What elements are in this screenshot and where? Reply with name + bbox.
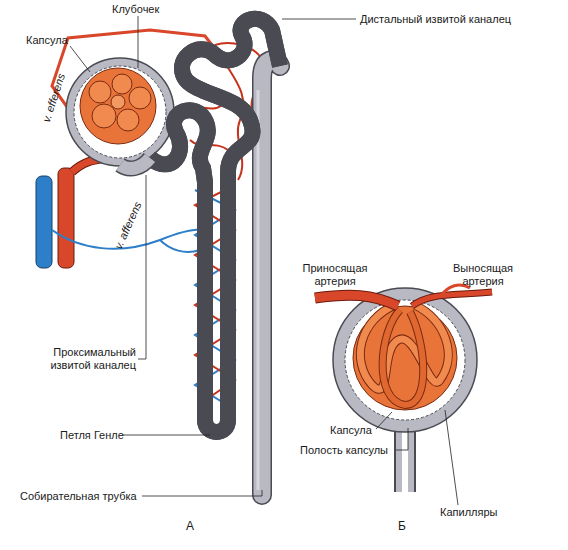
collecting-duct — [258, 60, 280, 495]
illustration-part — [92, 104, 116, 128]
illustration-part — [383, 310, 424, 405]
illustration-part — [129, 87, 151, 109]
vessel-trunks — [36, 158, 108, 268]
label-capillaries: Капилляры — [440, 506, 497, 519]
illustration-part — [122, 435, 210, 436]
illustration-part — [376, 412, 392, 429]
illustration-part — [150, 19, 280, 432]
illustration-part — [74, 66, 166, 158]
label-efferent-artery: Выносящая артерия — [448, 262, 518, 288]
illustration-part — [345, 300, 465, 420]
glomerulus — [80, 68, 156, 144]
capsule — [66, 58, 174, 166]
capsule-section — [333, 288, 477, 492]
illustration-part — [117, 109, 139, 131]
illustration-part — [160, 240, 200, 252]
illustration-part — [353, 306, 457, 410]
illustration-part — [262, 60, 280, 495]
leader-lines — [70, 16, 458, 505]
illustration-part — [360, 305, 448, 389]
illustration-part — [111, 95, 125, 109]
illustration-part — [396, 428, 408, 450]
label-afferent-artery: Приносящая артерия — [300, 262, 370, 288]
label-collecting-duct: Собирательная трубка — [20, 490, 137, 503]
illustration-part — [315, 295, 398, 306]
illustration-part — [315, 295, 398, 306]
label-capsule: Капсула — [26, 34, 68, 47]
illustration-part — [58, 168, 74, 268]
illustration-part — [402, 430, 408, 492]
illustration-part — [120, 158, 150, 169]
illustration-part — [150, 19, 280, 432]
illustration-part — [142, 490, 262, 496]
illustration-part — [70, 46, 90, 72]
illustration-part — [89, 81, 111, 103]
illustration-part — [360, 305, 448, 389]
illustration-part — [412, 292, 492, 306]
illustration-part — [262, 60, 280, 495]
label-distal-tubule: Дистальный извитой каналец — [360, 13, 511, 26]
illustration-part — [138, 16, 139, 68]
illustration-part — [282, 19, 356, 20]
panel-letter: Б — [398, 520, 406, 533]
illustration-part — [445, 410, 458, 505]
label-glomerulus: Клубочек — [112, 3, 159, 16]
illustration-part — [257, 90, 260, 490]
label-henle-loop: Петля Генле — [60, 429, 124, 442]
label-capsule: Капсула — [330, 424, 372, 437]
illustration-part — [412, 292, 492, 306]
illustration-part — [120, 158, 150, 169]
illustration-part — [80, 68, 156, 144]
panel-letter: А — [186, 520, 194, 533]
illustration-part — [66, 58, 174, 166]
illustration-part — [36, 176, 52, 268]
vessel-label: v. efferens — [40, 72, 68, 124]
label-capsule-cavity: Полость капсулы — [300, 444, 388, 457]
label-proximal-tubule: Проксимальный извитой каналец — [10, 346, 136, 372]
illustration-part — [383, 310, 424, 405]
illustration-part — [333, 288, 477, 432]
capillary-loops — [315, 285, 492, 405]
vessel-label: v. afferens — [112, 200, 144, 251]
illustration-part — [112, 74, 132, 94]
